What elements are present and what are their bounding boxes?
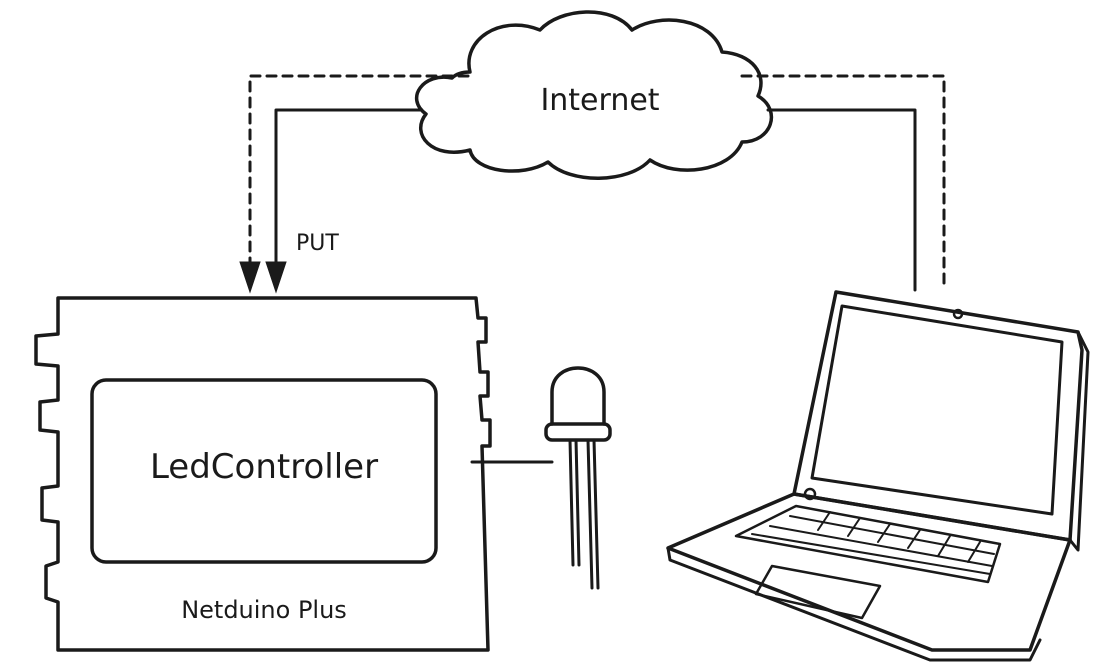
led [470, 366, 612, 590]
arrowhead-solid [265, 261, 287, 294]
netduino-board: LedController Netduino Plus [34, 296, 492, 652]
ledcontroller-box [90, 378, 438, 564]
led-base [544, 422, 612, 442]
ledcontroller-label: LedController [150, 447, 378, 487]
internet-cloud: Internet [414, 10, 774, 180]
solid-connection-left [274, 108, 422, 264]
laptop-base-edge [666, 546, 1042, 662]
solid-connection-right [766, 108, 917, 292]
keyboard-key-rows [751, 511, 995, 575]
laptop-base [666, 492, 1072, 652]
laptop-hinge [1068, 330, 1090, 552]
laptop [666, 290, 1090, 662]
dashed-connection-right [740, 74, 946, 292]
power-button-icon [803, 487, 817, 501]
internet-label: Internet [540, 83, 659, 118]
led-leg-left-2 [574, 438, 581, 567]
led-leg-left [568, 438, 575, 567]
led-leg-right [586, 438, 594, 590]
connection-lines [239, 74, 946, 294]
arrowhead-dashed [239, 261, 261, 294]
led-dome [550, 366, 606, 426]
put-label: PUT [296, 231, 339, 256]
dashed-connection-left [248, 74, 470, 264]
laptop-lid [792, 290, 1084, 542]
trackpad [754, 564, 882, 620]
led-leg-right-2 [592, 438, 600, 590]
laptop-screen [810, 304, 1064, 516]
webcam-icon [952, 308, 964, 320]
keyboard [734, 504, 1002, 584]
netduino-plus-label: Netduino Plus [181, 596, 347, 624]
